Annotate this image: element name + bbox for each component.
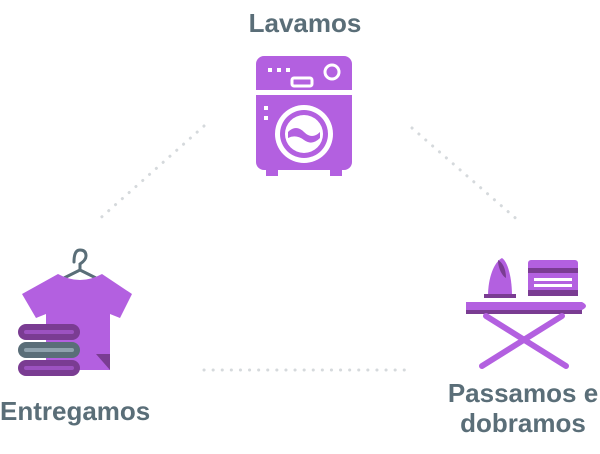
- step-label-iron: Passamos e dobramos: [438, 378, 600, 438]
- folded-clothes-icon: [18, 248, 132, 376]
- connector-wash-deliver: [94, 124, 206, 224]
- step-label-iron-line1: Passamos e: [447, 378, 599, 408]
- step-label-iron-line2: dobramos: [460, 408, 586, 438]
- washing-machine-icon: [256, 56, 352, 176]
- step-label-deliver: Entregamos: [0, 396, 151, 426]
- connector-wash-iron: [410, 126, 522, 224]
- ironing-board-icon: [466, 258, 586, 369]
- step-label-wash: Lavamos: [248, 8, 362, 38]
